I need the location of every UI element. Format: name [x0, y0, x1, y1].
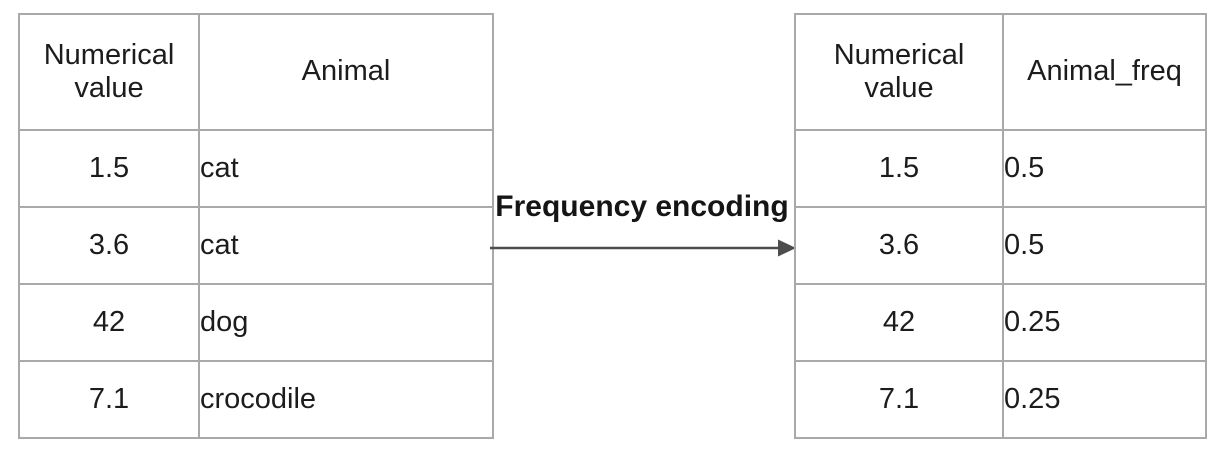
cell-numerical-value: 3.6 [18, 206, 200, 285]
table-row: 3.6 0.5 [794, 206, 1207, 285]
right-arrow-icon [490, 239, 796, 257]
table-header-row: Numerical value Animal_freq [794, 13, 1207, 131]
header-label: Animal_freq [1027, 55, 1182, 88]
cell-animal-freq: 0.5 [1002, 206, 1207, 285]
header-label: Animal [301, 55, 391, 88]
encoded-table: Numerical value Animal_freq 1.5 0.5 3.6 … [794, 13, 1207, 439]
header-cell-numerical-value: Numerical value [794, 13, 1004, 131]
table-row: 7.1 0.25 [794, 360, 1207, 439]
cell-animal-freq: 0.5 [1002, 129, 1207, 208]
table-row: 3.6 cat [18, 206, 494, 285]
header-cell-numerical-value: Numerical value [18, 13, 200, 131]
header-cell-animal-freq: Animal_freq [1002, 13, 1207, 131]
table-row: 42 0.25 [794, 283, 1207, 362]
table-row: 1.5 cat [18, 129, 494, 208]
cell-numerical-value: 7.1 [794, 360, 1004, 439]
cell-animal: cat [198, 206, 494, 285]
table-row: 7.1 crocodile [18, 360, 494, 439]
cell-animal-freq: 0.25 [1002, 360, 1207, 439]
table-row: 1.5 0.5 [794, 129, 1207, 208]
source-table: Numerical value Animal 1.5 cat 3.6 cat 4… [18, 13, 494, 439]
cell-numerical-value: 1.5 [18, 129, 200, 208]
cell-numerical-value: 3.6 [794, 206, 1004, 285]
cell-animal: dog [198, 283, 494, 362]
cell-numerical-value: 1.5 [794, 129, 1004, 208]
cell-numerical-value: 7.1 [18, 360, 200, 439]
header-label: Numerical value [833, 38, 965, 104]
cell-animal: crocodile [198, 360, 494, 439]
header-label: Numerical value [43, 38, 175, 104]
cell-numerical-value: 42 [794, 283, 1004, 362]
header-cell-animal: Animal [198, 13, 494, 131]
cell-numerical-value: 42 [18, 283, 200, 362]
table-header-row: Numerical value Animal [18, 13, 494, 131]
transformation-label: Frequency encoding [495, 190, 789, 223]
cell-animal: cat [198, 129, 494, 208]
table-row: 42 dog [18, 283, 494, 362]
cell-animal-freq: 0.25 [1002, 283, 1207, 362]
